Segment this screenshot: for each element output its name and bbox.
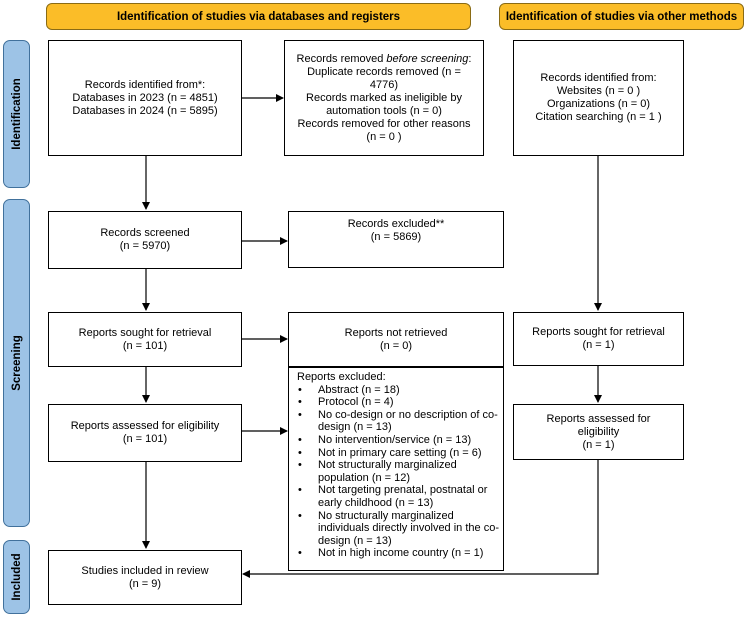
reports-assessed-line-2: (n = 101) <box>122 433 168 445</box>
records-removed-line-1: Duplicate records removed (n = <box>307 65 461 78</box>
phase-screening: Screening <box>3 199 30 527</box>
records-removed-title: Records removed before screening: <box>297 53 472 66</box>
other-sought-line-2: (n = 1) <box>582 339 615 351</box>
reports-excluded-item: No structurally marginalized individuals… <box>297 510 499 548</box>
studies-included-line-2: (n = 9) <box>128 577 162 590</box>
records-excluded-line-2: (n = 5869) <box>370 231 422 243</box>
records-removed-prefix: Records removed <box>296 52 387 65</box>
other-methods-header-label: Identification of studies via other meth… <box>505 10 738 23</box>
records-removed-emphasis: before screening <box>386 52 469 65</box>
records-identified-box: Records identified from*: Databases in 2… <box>48 40 242 156</box>
reports-excluded-list: Abstract (n = 18) Protocol (n = 4) No co… <box>297 384 499 560</box>
records-screened-line-2: (n = 5970) <box>119 240 171 252</box>
other-sought-line-1: Reports sought for retrieval <box>532 326 665 338</box>
records-excluded-box: Records excluded** (n = 5869) <box>288 211 504 268</box>
records-removed-line-3: Records marked as ineligible by <box>306 91 462 104</box>
reports-excluded-item: No co-design or no description of co-des… <box>297 409 499 434</box>
studies-included-line-1: Studies included in review <box>81 564 209 577</box>
other-assessed-line-3: (n = 1) <box>582 438 615 451</box>
reports-excluded-box: Reports excluded: Abstract (n = 18) Prot… <box>288 367 504 571</box>
records-excluded-line-1: Records excluded** <box>347 218 445 230</box>
reports-not-retrieved-line-2: (n = 0) <box>379 339 413 352</box>
arrow-other-assessed-to-included <box>242 459 599 578</box>
other-identified-line-4: Citation searching (n = 1 ) <box>535 111 662 123</box>
reports-excluded-item: Protocol (n = 4) <box>297 396 499 409</box>
reports-excluded-item: No intervention/service (n = 13) <box>297 434 499 447</box>
reports-excluded-item: Abstract (n = 18) <box>297 384 499 397</box>
records-identified-line-1: Records identified from*: <box>84 78 206 91</box>
studies-included-box: Studies included in review (n = 9) <box>48 550 242 605</box>
reports-assessed-line-1: Reports assessed for eligibility <box>70 420 220 432</box>
other-assessed-line-2: eligibility <box>577 425 620 438</box>
reports-excluded-item: Not structurally marginalized population… <box>297 459 499 484</box>
records-removed-line-4: automation tools (n = 0) <box>326 104 442 117</box>
records-removed-suffix: : <box>468 52 472 65</box>
reports-excluded-item: Not targeting prenatal, postnatal or ear… <box>297 484 499 509</box>
reports-excluded-item: Not in high income country (n = 1) <box>297 547 499 560</box>
other-identified-line-2: Websites (n = 0 ) <box>556 85 641 97</box>
other-identified-line-3: Organizations (n = 0) <box>546 98 651 110</box>
reports-excluded-item: Not in primary care setting (n = 6) <box>297 447 499 460</box>
records-screened-box: Records screened (n = 5970) <box>48 211 242 269</box>
reports-sought-line-2: (n = 101) <box>122 339 168 352</box>
reports-excluded-title: Reports excluded: <box>297 371 386 383</box>
databases-header-label: Identification of studies via databases … <box>116 10 401 23</box>
other-assessed-line-1: Reports assessed for <box>546 412 651 425</box>
records-screened-line-1: Records screened <box>100 227 190 239</box>
reports-not-retrieved-line-1: Reports not retrieved <box>344 326 448 339</box>
records-removed-line-6: (n = 0 ) <box>366 130 402 143</box>
other-records-identified-box: Records identified from: Websites (n = 0… <box>513 40 684 156</box>
databases-header: Identification of studies via databases … <box>46 3 471 30</box>
other-reports-sought-box: Reports sought for retrieval (n = 1) <box>513 312 684 366</box>
records-removed-box: Records removed before screening: Duplic… <box>284 40 484 156</box>
records-identified-line-3: Databases in 2024 (n = 5895) <box>72 104 218 117</box>
reports-sought-line-1: Reports sought for retrieval <box>78 326 212 339</box>
phase-identification: Identification <box>3 40 30 188</box>
phase-included: Included <box>3 540 30 614</box>
other-identified-line-1: Records identified from: <box>540 72 657 84</box>
reports-not-retrieved-box: Reports not retrieved (n = 0) <box>288 312 504 367</box>
reports-sought-box: Reports sought for retrieval (n = 101) <box>48 312 242 367</box>
records-identified-line-2: Databases in 2023 (n = 4851) <box>72 91 218 104</box>
reports-assessed-box: Reports assessed for eligibility (n = 10… <box>48 404 242 462</box>
records-removed-line-5: Records removed for other reasons <box>297 117 471 130</box>
other-reports-assessed-box: Reports assessed for eligibility (n = 1) <box>513 404 684 460</box>
records-removed-line-2: 4776) <box>369 78 399 91</box>
other-methods-header: Identification of studies via other meth… <box>499 3 744 30</box>
